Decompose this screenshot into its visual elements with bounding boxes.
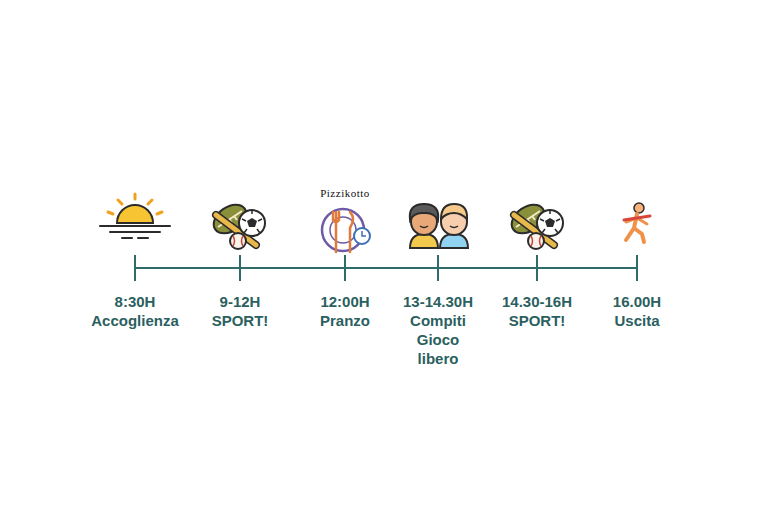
icon-part [506, 199, 563, 249]
icon-part [110, 231, 160, 233]
activity-label: Uscita [592, 311, 682, 330]
icon-part [100, 225, 170, 227]
icon-part [157, 212, 162, 214]
icon-part [134, 255, 136, 281]
icon-part [636, 255, 638, 281]
activity-label: Compiti Gioco libero [407, 311, 469, 368]
time-label: 8:30H [80, 292, 190, 311]
icon-part [148, 200, 152, 204]
icon-part [108, 194, 162, 214]
icon-part [134, 194, 137, 199]
icon-part [118, 200, 122, 204]
icon-part [410, 204, 438, 220]
time-label: 16.00H [592, 292, 682, 311]
brand-name: Pizzikotto [300, 187, 390, 199]
icon-part [410, 234, 438, 248]
time-label: 14.30-16H [489, 292, 585, 311]
icon-part [441, 204, 467, 219]
icon-part [354, 228, 370, 244]
kids-icon [410, 204, 468, 248]
icon-part [624, 216, 650, 220]
time-label: 12:00H [300, 292, 390, 311]
icon-part [362, 231, 366, 236]
icon-part [440, 234, 468, 248]
sports-icon [208, 199, 265, 249]
icon-part [450, 226, 458, 228]
icon-part [420, 226, 428, 228]
icon-part [333, 212, 339, 252]
icon-part [239, 255, 241, 281]
timeline-axis [135, 255, 637, 281]
icon-part [208, 199, 265, 249]
sports-icon [506, 199, 563, 249]
activity-label: Accoglienza [80, 311, 190, 330]
icon-part [135, 267, 637, 269]
icon-part [122, 237, 132, 239]
icon-part [634, 203, 644, 213]
time-label: 9-12H [195, 292, 285, 311]
exit-runner-icon [624, 203, 650, 242]
icon-part [138, 237, 148, 239]
activity-label: SPORT! [492, 311, 582, 330]
lunch-icon [322, 209, 370, 252]
icon-part [350, 212, 353, 252]
icon-part [536, 255, 538, 281]
activity-label: SPORT! [195, 311, 285, 330]
icon-part [108, 212, 113, 214]
icon-part [117, 205, 153, 223]
activity-label: Pranzo [300, 311, 390, 330]
icon-part [100, 226, 170, 238]
sunrise-icon [100, 194, 170, 238]
icon-part [344, 255, 346, 281]
icon-part [437, 255, 439, 281]
time-label: 13-14.30H [392, 292, 484, 311]
